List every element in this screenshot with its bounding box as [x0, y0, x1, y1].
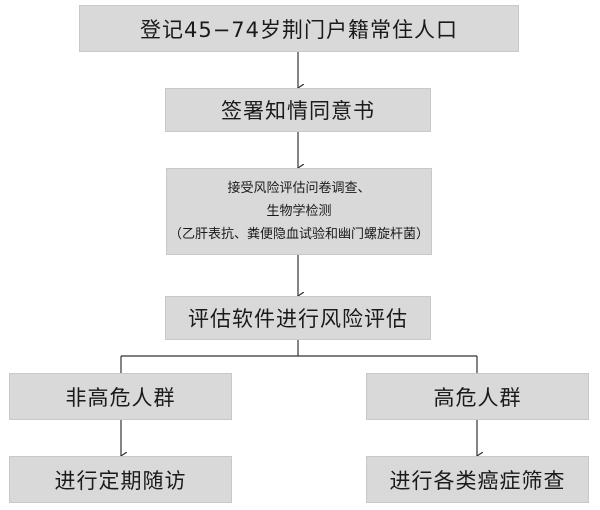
- risk-survey-line-3: （乙肝表抗、粪便隐血试验和幽门螺旋杆菌）: [168, 227, 429, 242]
- software-assessment-label: 评估软件进行风险评估: [188, 307, 408, 331]
- regular-followup-label: 进行定期随访: [54, 468, 187, 493]
- risk-survey-box: 接受风险评估问卷调查、 生物学检测 （乙肝表抗、粪便隐血试验和幽门螺旋杆菌）: [166, 168, 432, 255]
- informed-consent-box: 签署知情同意书: [165, 88, 431, 132]
- cancer-screening-box: 进行各类癌症筛查: [366, 456, 589, 503]
- software-assessment-box: 评估软件进行风险评估: [165, 296, 431, 340]
- high-risk-label: 高危人群: [433, 385, 522, 410]
- register-population-label: 登记45−74岁荆门户籍常住人口: [139, 17, 459, 42]
- risk-survey-line-1: 接受风险评估问卷调查、: [227, 181, 371, 196]
- non-high-risk-label: 非高危人群: [65, 385, 176, 410]
- risk-survey-line-2: 生物学检测: [266, 204, 332, 219]
- register-population-box: 登记45−74岁荆门户籍常住人口: [79, 5, 519, 52]
- non-high-risk-box: 非高危人群: [9, 373, 232, 420]
- regular-followup-box: 进行定期随访: [9, 456, 232, 503]
- cancer-screening-label: 进行各类癌症筛查: [389, 468, 566, 493]
- high-risk-box: 高危人群: [366, 373, 589, 420]
- informed-consent-label: 签署知情同意书: [221, 99, 375, 123]
